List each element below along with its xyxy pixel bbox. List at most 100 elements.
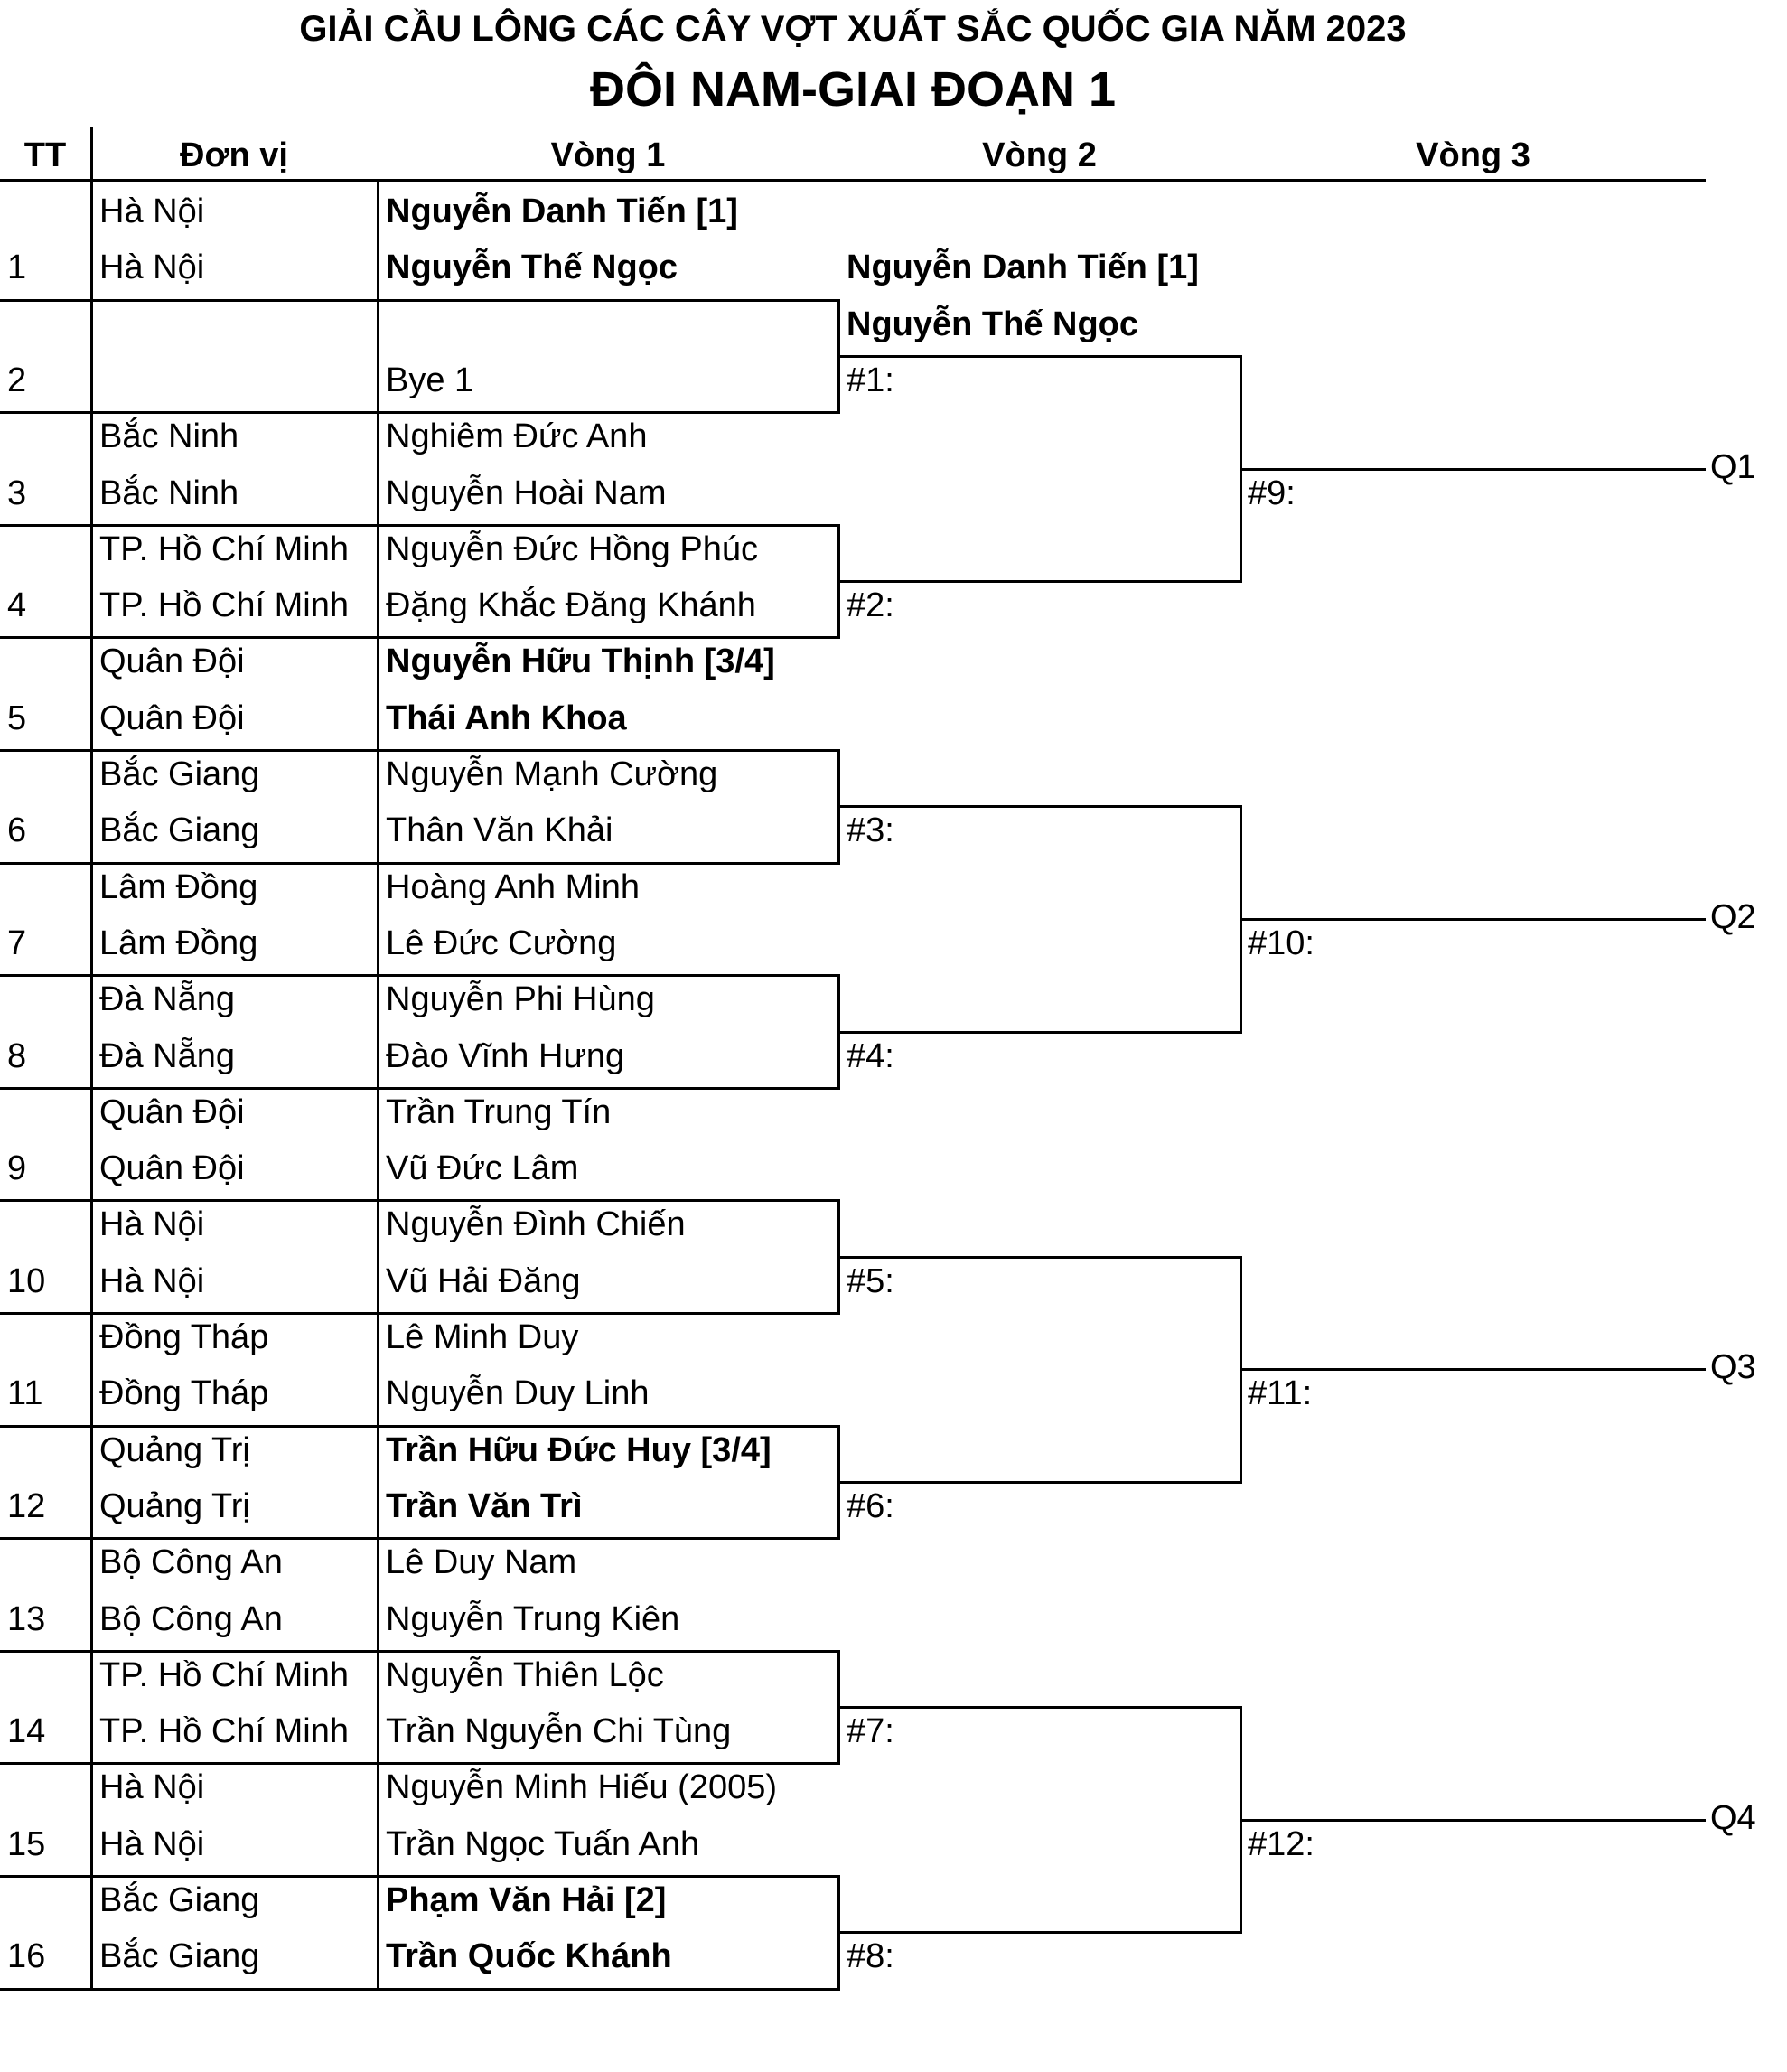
entry-number: 13 [7,1599,46,1638]
round1-match-label: #1: [847,361,894,399]
qualifier-label: Q4 [1710,1799,1756,1837]
entry-unit: Quân Đội [99,1092,245,1131]
entry-separator [0,299,378,302]
round1-match-label: #4: [847,1036,894,1075]
round3-line [1240,918,1706,921]
round1-bracket-bottom [378,636,840,639]
entry-number: 12 [7,1486,46,1525]
entry-player: Nguyễn Hoài Nam [386,473,667,512]
entry-separator [0,1087,378,1090]
entry-player: Nguyễn Duy Linh [386,1374,650,1413]
entry-player: Bye 1 [386,361,474,399]
round2-bracket-top [838,1256,1242,1259]
round1-bracket-top [378,1425,840,1428]
entry-player: Trần Hữu Đức Huy [3/4] [386,1430,772,1469]
entry-number: 4 [7,586,27,625]
entry-player: Thân Văn Khải [386,811,613,850]
entry-player: Nguyễn Đức Hồng Phúc [386,530,758,568]
entry-player: Lê Đức Cường [386,923,617,962]
entry-separator [0,1875,378,1878]
qualifier-label: Q2 [1710,898,1756,936]
entry-separator [0,1650,378,1653]
entry-separator [0,636,378,639]
entry-unit: Đà Nẵng [99,1036,235,1075]
entry-player: Nguyễn Danh Tiến [1] [386,192,738,230]
round1-bracket-bottom [378,1312,840,1315]
entry-number: 1 [7,248,27,287]
entry-player: Nguyễn Mạnh Cường [386,755,718,793]
header-round1: Vòng 1 [550,136,666,174]
entry-player: Trần Trung Tín [386,1092,612,1131]
round1-bracket-bottom [378,411,840,414]
entry-separator [0,1425,378,1428]
entry-unit: Quân Đội [99,698,245,737]
qualifier-label: Q1 [1710,448,1756,486]
entry-number: 15 [7,1824,46,1863]
round2-bracket-bottom [838,1031,1242,1034]
column-rule-round1 [377,179,379,1991]
entry-separator [0,749,378,752]
entry-number: 16 [7,1937,46,1976]
round1-match-label: #5: [847,1261,894,1300]
entry-number: 8 [7,1036,27,1075]
entry-unit: Bắc Ninh [99,417,239,456]
entry-number: 10 [7,1261,46,1300]
round1-bracket-bottom [378,862,840,865]
round2-bracket-bottom [838,1931,1242,1934]
round1-bracket-bottom [378,1087,840,1090]
entry-unit: TP. Hồ Chí Minh [99,1712,349,1751]
round2-match-label: #11: [1248,1374,1313,1413]
entry-number: 11 [7,1374,43,1413]
entry-number: 3 [7,473,27,512]
round1-bracket-top [378,1650,840,1653]
entry-unit: Đà Nẵng [99,980,235,1019]
entry-player: Trần Nguyễn Chi Tùng [386,1712,732,1751]
round1-match-label: #3: [847,811,894,850]
header-unit: Đơn vị [180,136,288,174]
entry-separator [0,1537,378,1540]
entry-player: Nguyễn Thế Ngọc [386,248,678,287]
entry-number: 9 [7,1149,27,1188]
entry-player: Lê Minh Duy [386,1318,579,1356]
entry-number: 6 [7,811,27,850]
entry-unit: Lâm Đồng [99,923,258,962]
entry-unit: Hà Nội [99,192,205,230]
column-rule-unit [90,127,93,1991]
round1-bracket-bottom [378,1762,840,1765]
entry-unit: Bắc Giang [99,755,260,793]
round2-bracket-top [838,805,1242,808]
entry-separator [0,974,378,977]
entry-unit: Bắc Ninh [99,473,239,512]
round1-bracket-top [378,1875,840,1878]
entry-player: Vũ Hải Đăng [386,1261,581,1300]
entry-separator [0,1762,378,1765]
entry-separator [0,1199,378,1202]
entry-unit: Bộ Công An [99,1543,283,1582]
round1-match-label: #6: [847,1486,894,1525]
entry-unit: TP. Hồ Chí Minh [99,586,349,625]
entry-player: Nguyễn Phi Hùng [386,980,655,1019]
entry-player: Nguyễn Hữu Thịnh [3/4] [386,642,775,681]
round1-match-label: #2: [847,586,894,625]
entry-unit: Bắc Giang [99,1881,260,1919]
round2-bracket-bottom [838,1481,1242,1484]
entry-separator [0,411,378,414]
entry-unit: Quảng Trị [99,1430,250,1469]
header-round2: Vòng 2 [982,136,1097,174]
entry-unit: Bộ Công An [99,1599,283,1638]
entry-player: Đặng Khắc Đăng Khánh [386,586,756,625]
round3-line [1240,1819,1706,1822]
round3-line [1240,1368,1706,1371]
entry-number: 14 [7,1712,46,1751]
entry-unit: Quân Đội [99,1149,245,1188]
round1-match-label: #7: [847,1712,894,1751]
entry-number: 2 [7,361,27,399]
header-round3: Vòng 3 [1416,136,1530,174]
header-tt: TT [23,136,67,174]
qualifier-label: Q3 [1710,1348,1756,1386]
round2-player: Nguyễn Thế Ngọc [847,305,1139,343]
entry-unit: TP. Hồ Chí Minh [99,1655,349,1694]
entry-player: Hoàng Anh Minh [386,867,640,906]
entry-player: Phạm Văn Hải [2] [386,1881,667,1919]
round1-bracket-bottom [378,1537,840,1540]
